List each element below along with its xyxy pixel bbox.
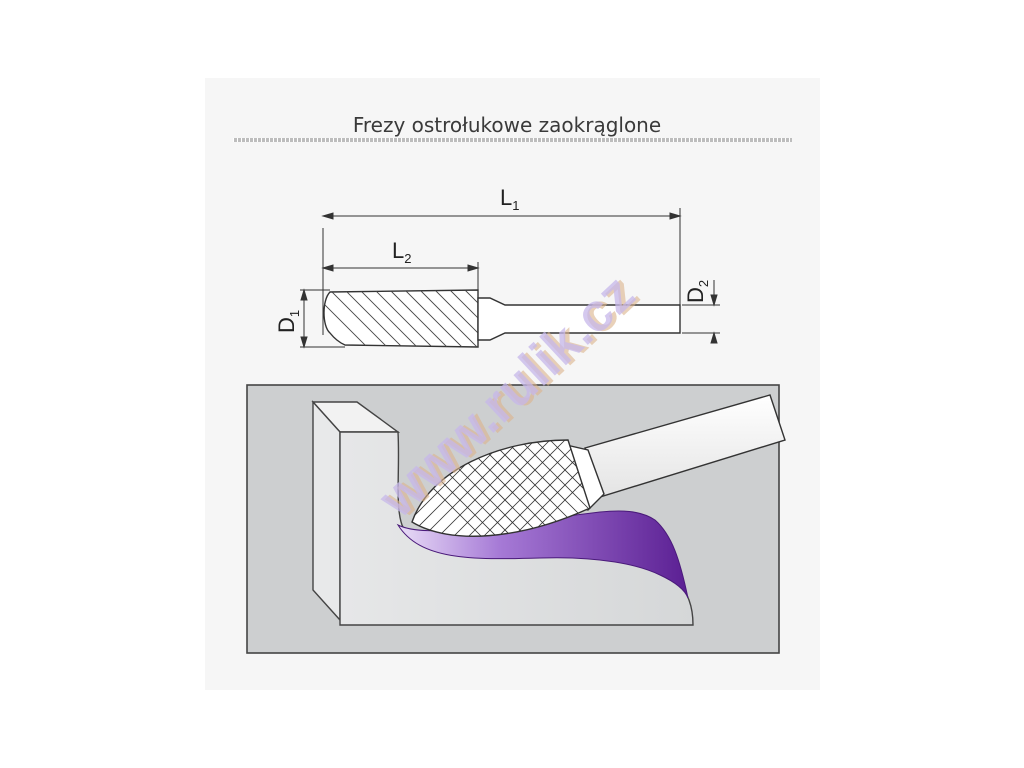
dim-label-d2: D2 bbox=[683, 280, 711, 303]
rotary-burr-icon bbox=[323, 289, 681, 348]
dim-label-l1: L1 bbox=[500, 185, 519, 213]
page-title: Frezy ostrołukowe zaokrąglone bbox=[353, 113, 661, 137]
dim-label-l2: L2 bbox=[392, 238, 411, 266]
dimension-lines bbox=[300, 208, 720, 349]
dim-label-d1: D1 bbox=[274, 310, 302, 333]
